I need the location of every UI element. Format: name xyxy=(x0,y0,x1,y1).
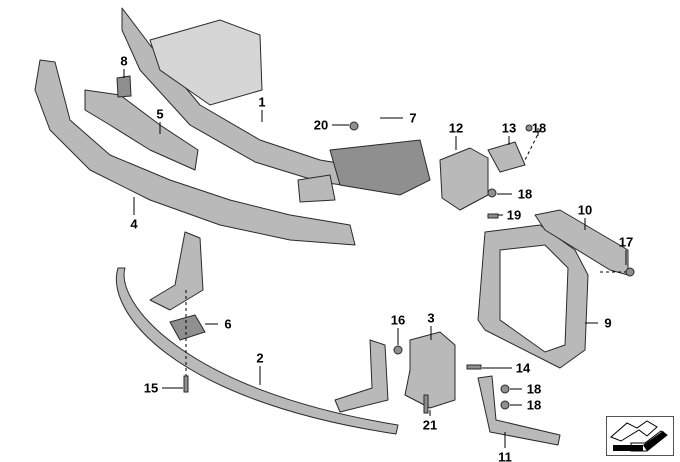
callout-17: 17 xyxy=(618,234,634,250)
orientation-arrow-icon xyxy=(606,416,674,456)
callout-18: 18 xyxy=(526,397,542,413)
callout-19: 19 xyxy=(506,207,522,223)
callout-2: 2 xyxy=(256,350,264,366)
bracket-left[interactable] xyxy=(149,231,204,311)
part-6-pad[interactable] xyxy=(169,314,206,341)
callout-13: 13 xyxy=(501,120,517,136)
callout-12: 12 xyxy=(448,120,464,136)
callout-18: 18 xyxy=(531,120,547,136)
part-2-lower-strip[interactable] xyxy=(116,267,399,435)
callout-18: 18 xyxy=(517,186,533,202)
callout-10: 10 xyxy=(577,202,593,218)
callout-6: 6 xyxy=(224,316,232,332)
part-3-bracket[interactable] xyxy=(404,331,456,409)
callout-9: 9 xyxy=(604,315,612,331)
leader-lines xyxy=(123,69,627,448)
callout-21: 21 xyxy=(422,417,438,433)
callout-8: 8 xyxy=(120,53,128,69)
callout-11: 11 xyxy=(498,449,512,462)
part-13-bracket[interactable] xyxy=(487,141,526,173)
fasteners xyxy=(183,121,635,414)
callout-18: 18 xyxy=(526,381,542,397)
callout-16: 16 xyxy=(390,312,406,328)
part-11-strut[interactable] xyxy=(477,375,561,446)
part-5-deflector[interactable] xyxy=(84,89,199,171)
callout-1: 1 xyxy=(258,94,266,110)
callout-14: 14 xyxy=(515,360,531,376)
callout-4: 4 xyxy=(130,216,138,232)
callout-5: 5 xyxy=(156,106,164,122)
part-12-bracket[interactable] xyxy=(439,147,489,211)
callout-20: 20 xyxy=(313,117,329,133)
callout-3: 3 xyxy=(427,310,435,326)
part-8-clip[interactable] xyxy=(116,75,132,98)
part-9-frame[interactable] xyxy=(477,224,589,369)
callout-15: 15 xyxy=(143,380,159,396)
part-1-bumper-carrier[interactable] xyxy=(121,7,431,203)
bracket-right-lower[interactable] xyxy=(334,339,389,413)
part-4-lower-beam[interactable] xyxy=(34,59,356,246)
callout-7: 7 xyxy=(409,110,417,126)
